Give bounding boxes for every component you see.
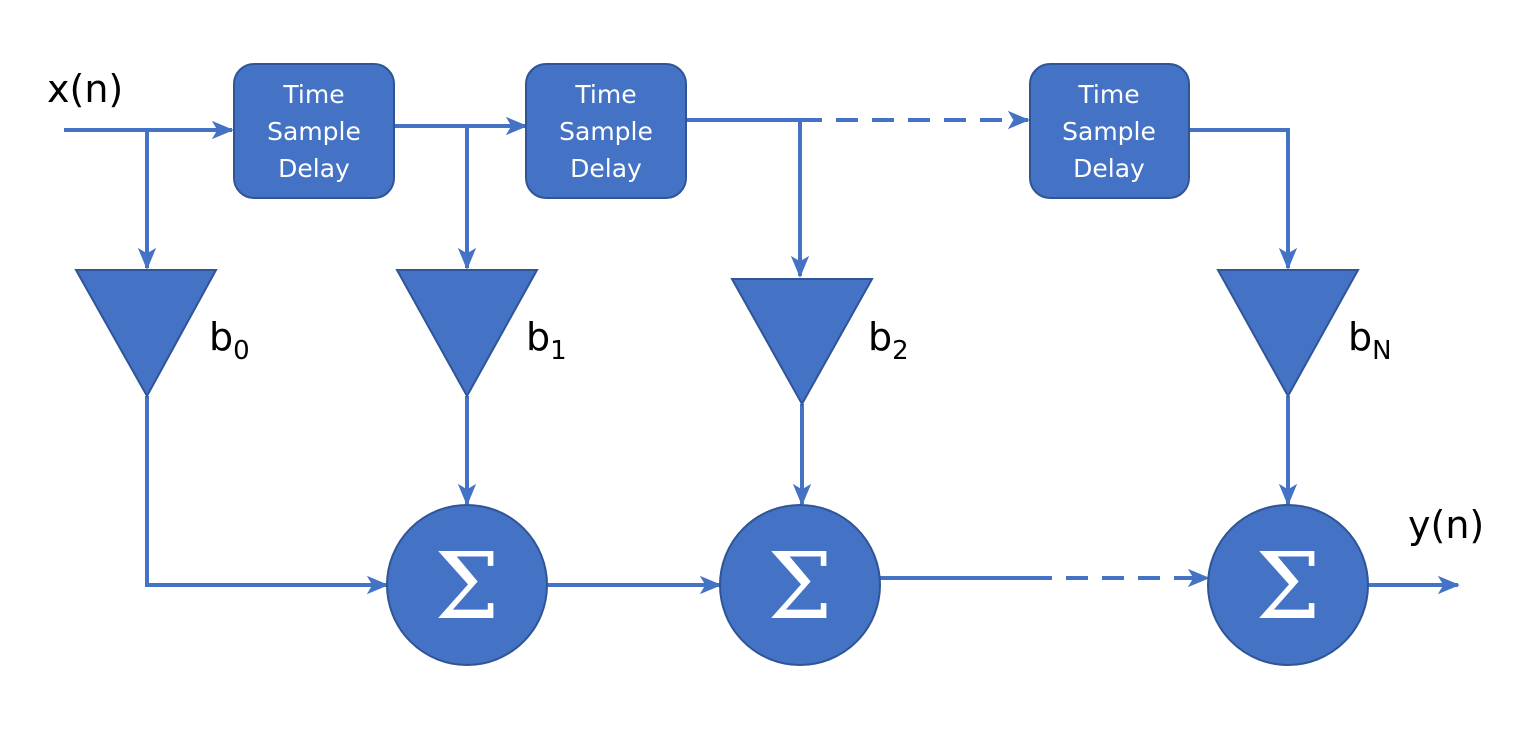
delay-block-1-rect <box>233 63 395 199</box>
summer-N: Σ <box>1207 504 1369 666</box>
delay-block-N-line2: Sample <box>1062 117 1156 146</box>
summer-N-sigma-icon: Σ <box>1255 533 1320 640</box>
delayN-output-line <box>1189 128 1298 270</box>
delay-block-2-rect <box>525 63 687 199</box>
summer-2: Σ <box>719 504 881 666</box>
coefficient-label-N: bN <box>1348 315 1392 366</box>
gain-triangle-2 <box>730 278 874 407</box>
output-label: y(n) <box>1408 503 1484 547</box>
gain-triangle-0 <box>74 269 218 399</box>
delay-block-N-line1: Time <box>1077 80 1139 109</box>
delay-block-1-line2: Sample <box>267 117 361 146</box>
delay-block-1-line3: Delay <box>278 154 350 183</box>
signal-lines <box>64 110 1460 595</box>
delay-block-N-line3: Delay <box>1073 154 1145 183</box>
summer-N-circle <box>1207 504 1369 666</box>
summer-1-sigma-icon: Σ <box>434 533 499 640</box>
summer-2-circle <box>719 504 881 666</box>
delay-block-N-rect <box>1029 63 1190 199</box>
delay-block-2: Time Sample Delay <box>525 63 687 199</box>
summer-2-sigma-icon: Σ <box>767 533 832 640</box>
delay-block-1: Time Sample Delay <box>233 63 395 199</box>
delay-block-N: Time Sample Delay <box>1029 63 1190 199</box>
gain-0-to-sum-1-line <box>145 396 389 595</box>
summer-1-circle <box>386 504 548 666</box>
gain-triangle-N <box>1216 269 1360 399</box>
delay-block-1-line1: Time <box>282 80 344 109</box>
delay-block-2-line1: Time <box>574 80 636 109</box>
summer-1: Σ <box>386 504 548 666</box>
gain-triangle-1 <box>395 269 539 399</box>
coefficient-label-1: b1 <box>526 315 567 366</box>
coefficient-label-0: b0 <box>209 315 250 366</box>
coefficient-label-2: b2 <box>868 315 909 366</box>
delay-block-2-line3: Delay <box>570 154 642 183</box>
delay-block-2-line2: Sample <box>559 117 653 146</box>
input-label: x(n) <box>47 67 123 111</box>
